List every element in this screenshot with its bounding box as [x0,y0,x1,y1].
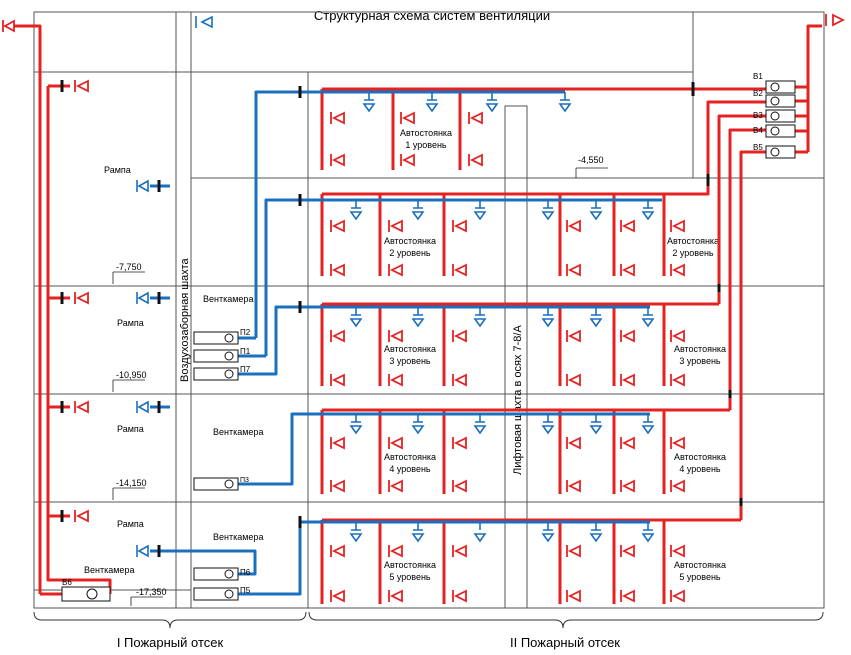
ventchamber-label-2: Венткамера [213,427,263,437]
parking-l3r-b: 3 уровень [679,356,721,366]
parking-l1-b: 1 уровень [405,140,447,150]
fan-label-v6: В6 [62,578,72,587]
exhaust-dampers [60,80,743,522]
supply-label-p3: П3 [240,477,249,484]
air-intake-shaft-label: Воздухозаборная шахта [179,257,191,382]
elevation-2: -7,750 [116,262,142,272]
supply-label-p1: П1 [240,347,251,356]
elevation-5: -17,350 [136,587,167,597]
lift-shaft-label: Лифтовая шахта в осях 7-8/А [512,325,524,475]
supply-label-p7: П7 [240,365,251,374]
fan-label-v4: В4 [753,126,763,135]
fan-label-v3: В3 [753,111,763,120]
supply-diffusers [136,15,655,558]
parking-l5-a: Автостоянка [384,560,436,570]
fire-zone-1-label: I Пожарный отсек [117,635,224,650]
fire-zone-2-label: II Пожарный отсек [510,635,620,650]
parking-l2-a: Автостоянка [384,236,436,246]
fan-label-v1: В1 [753,72,763,81]
supply-label-p5: П5 [240,586,251,595]
ramp-label-1: Рампа [104,165,131,175]
supply-label-p2: П2 [240,328,251,337]
fan-label-v2: В2 [753,89,763,98]
ventchamber-label-4: Венткамера [84,565,134,575]
supply-units [193,331,239,601]
exhaust-grilles [2,13,846,603]
ramp-label-3: Рампа [117,424,144,434]
ventchamber-label-3: Венткамера [213,532,263,542]
parking-l3-a: Автостоянка [384,344,436,354]
parking-l2-b: 2 уровень [389,248,431,258]
parking-l2r-b: 2 уровень [672,248,714,258]
diagram-title: Структурная схема систем вентиляции [314,8,550,23]
elevation-4: -14,150 [116,478,147,488]
fire-zone-braces [33,611,824,629]
ramp-label-2: Рампа [117,318,144,328]
supply-dampers [157,86,302,557]
elevation-1: -4,550 [578,155,604,165]
fan-label-v5: В5 [753,143,763,152]
exhaust-ducts [14,24,822,604]
ramp-label-4: Рампа [117,519,144,529]
supply-label-p6: П6 [240,568,251,577]
elevation-marks [112,167,608,606]
parking-l1-a: Автостоянка [400,128,452,138]
parking-l5r-b: 5 уровень [679,572,721,582]
parking-l3-b: 3 уровень [389,356,431,366]
parking-l5r-a: Автостоянка [674,560,726,570]
parking-labels: Автостоянка 1 уровень Автостоянка 2 уров… [384,128,726,582]
parking-l5-b: 5 уровень [389,572,431,582]
parking-l4r-b: 4 уровень [679,464,721,474]
exhaust-fan-units [61,80,796,602]
ventchamber-label-1: Венткамера [203,294,253,304]
elevation-3: -10,950 [116,370,147,380]
parking-l4-b: 4 уровень [389,464,431,474]
parking-l3r-a: Автостоянка [674,344,726,354]
parking-l2r-a: Автостоянка [667,236,719,246]
parking-l4r-a: Автостоянка [674,452,726,462]
parking-l4-a: Автостоянка [384,452,436,462]
